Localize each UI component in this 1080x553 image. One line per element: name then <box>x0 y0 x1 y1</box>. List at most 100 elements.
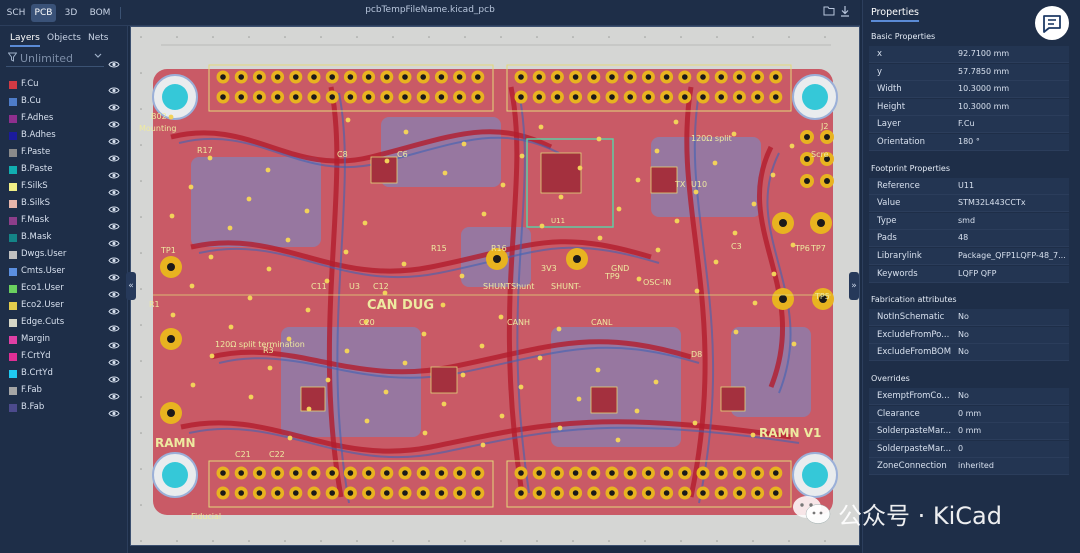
eye-icon[interactable] <box>108 335 120 349</box>
header-pin-hole <box>682 490 688 496</box>
header-pin-hole <box>438 490 445 496</box>
layer-row-margin[interactable]: Margin <box>0 332 127 349</box>
property-value[interactable]: No <box>958 312 969 322</box>
eye-icon[interactable] <box>108 216 120 230</box>
layer-row-b-paste[interactable]: B.Paste <box>0 162 127 179</box>
layer-row-f-cu[interactable]: F.Cu <box>0 77 127 94</box>
via <box>345 117 351 123</box>
property-value[interactable]: 0 mm <box>958 408 982 418</box>
grid-dot <box>680 36 682 38</box>
tab-3d[interactable]: 3D <box>64 8 78 18</box>
property-value[interactable]: No <box>958 347 969 357</box>
board-label: CANL <box>591 318 613 327</box>
eye-icon[interactable] <box>108 284 120 298</box>
eye-icon[interactable] <box>108 97 120 111</box>
property-value[interactable]: STM32L443CCTx <box>958 198 1026 208</box>
eye-icon[interactable] <box>108 352 120 366</box>
layer-row-f-mask[interactable]: F.Mask <box>0 213 127 230</box>
tab-layers[interactable]: Layers <box>10 29 40 47</box>
eye-icon[interactable] <box>108 386 120 400</box>
eye-icon[interactable] <box>108 233 120 247</box>
via <box>170 312 176 318</box>
grid-dot <box>572 36 574 38</box>
header-pin-hole <box>663 490 670 496</box>
collapse-right-icon[interactable]: » <box>849 272 859 300</box>
property-value[interactable]: No <box>958 391 969 400</box>
tab-pcb[interactable]: PCB <box>31 4 56 22</box>
grid-dot <box>140 252 142 254</box>
layer-row-dwgs-user[interactable]: Dwgs.User <box>0 247 127 264</box>
layer-row-f-paste[interactable]: F.Paste <box>0 145 127 162</box>
property-value[interactable]: 48 <box>958 233 969 243</box>
eye-icon[interactable] <box>108 114 120 128</box>
via <box>751 201 757 207</box>
tab-nets[interactable]: Nets <box>88 33 109 43</box>
layer-filter-select[interactable]: Unlimited <box>6 51 104 67</box>
test-point-hole <box>493 255 501 263</box>
layer-row-b-adhes[interactable]: B.Adhes <box>0 128 127 145</box>
property-value[interactable]: inherited <box>958 461 994 471</box>
layer-row-b-cu[interactable]: B.Cu <box>0 94 127 111</box>
eye-icon[interactable] <box>108 165 120 179</box>
eye-icon[interactable] <box>108 199 120 213</box>
board-label: SHUNT- <box>551 282 581 291</box>
eye-icon[interactable] <box>108 54 122 68</box>
collapse-left-icon[interactable]: « <box>126 272 136 300</box>
property-value[interactable]: No <box>958 329 969 339</box>
layer-row-f-fab[interactable]: F.Fab <box>0 383 127 400</box>
grid-dot <box>320 540 322 542</box>
header-pin-hole <box>627 94 633 100</box>
layer-row-eco1-user[interactable]: Eco1.User <box>0 281 127 298</box>
download-icon[interactable] <box>838 5 852 19</box>
eye-icon[interactable] <box>108 318 120 332</box>
header-pin-hole <box>384 490 390 496</box>
eye-icon[interactable] <box>108 250 120 264</box>
folder-icon[interactable] <box>822 5 836 19</box>
layer-row-b-fab[interactable]: B.Fab <box>0 400 127 417</box>
property-value[interactable]: U11 <box>958 180 975 190</box>
tab-objects[interactable]: Objects <box>47 33 82 43</box>
header-pin-hole <box>627 490 633 496</box>
layer-row-f-silks[interactable]: F.SilkS <box>0 179 127 196</box>
property-value[interactable]: 10.3000 mm <box>958 84 1010 94</box>
tab-sch[interactable]: SCH <box>6 8 26 18</box>
property-value[interactable]: 180 ° <box>958 137 980 146</box>
property-value[interactable]: 0 mm <box>958 426 982 436</box>
via <box>209 353 215 359</box>
layer-row-f-adhes[interactable]: F.Adhes <box>0 111 127 128</box>
property-value[interactable]: F.Cu <box>958 119 975 129</box>
eye-icon[interactable] <box>108 301 120 315</box>
grid-dot <box>536 36 538 38</box>
header-pin-hole <box>663 74 670 80</box>
layer-row-b-silks[interactable]: B.SilkS <box>0 196 127 213</box>
eye-icon[interactable] <box>108 131 120 145</box>
property-value[interactable]: 0 <box>958 443 964 453</box>
property-value[interactable]: LQFP QFP <box>958 268 997 278</box>
layer-row-b-mask[interactable]: B.Mask <box>0 230 127 247</box>
property-value[interactable]: Package_QFP1LQFP-48_7... <box>958 251 1066 260</box>
eye-icon[interactable] <box>108 148 120 162</box>
tab-bom[interactable]: BOM <box>89 8 111 18</box>
eye-icon[interactable] <box>108 369 120 383</box>
property-value[interactable]: 92.7100 mm <box>958 49 1010 58</box>
eye-icon[interactable] <box>108 267 120 281</box>
layer-row-eco2-user[interactable]: Eco2.User <box>0 298 127 315</box>
property-value[interactable]: 10.3000 mm <box>958 101 1010 111</box>
header-pin-hole <box>773 490 779 496</box>
layer-row-b-crtyd[interactable]: B.CrtYd <box>0 366 127 383</box>
layer-row-f-crtyd[interactable]: F.CrtYd <box>0 349 127 366</box>
eye-icon[interactable] <box>108 80 120 94</box>
via <box>384 158 390 164</box>
via <box>442 170 448 176</box>
chat-button[interactable] <box>1035 6 1069 40</box>
property-value[interactable]: 57.7850 mm <box>958 66 1010 76</box>
eye-icon[interactable] <box>108 182 120 196</box>
layer-row-cmts-user[interactable]: Cmts.User <box>0 264 127 281</box>
property-value[interactable]: smd <box>958 215 976 225</box>
layer-row-edge-cuts[interactable]: Edge.Cuts <box>0 315 127 332</box>
eye-icon[interactable] <box>108 403 120 417</box>
